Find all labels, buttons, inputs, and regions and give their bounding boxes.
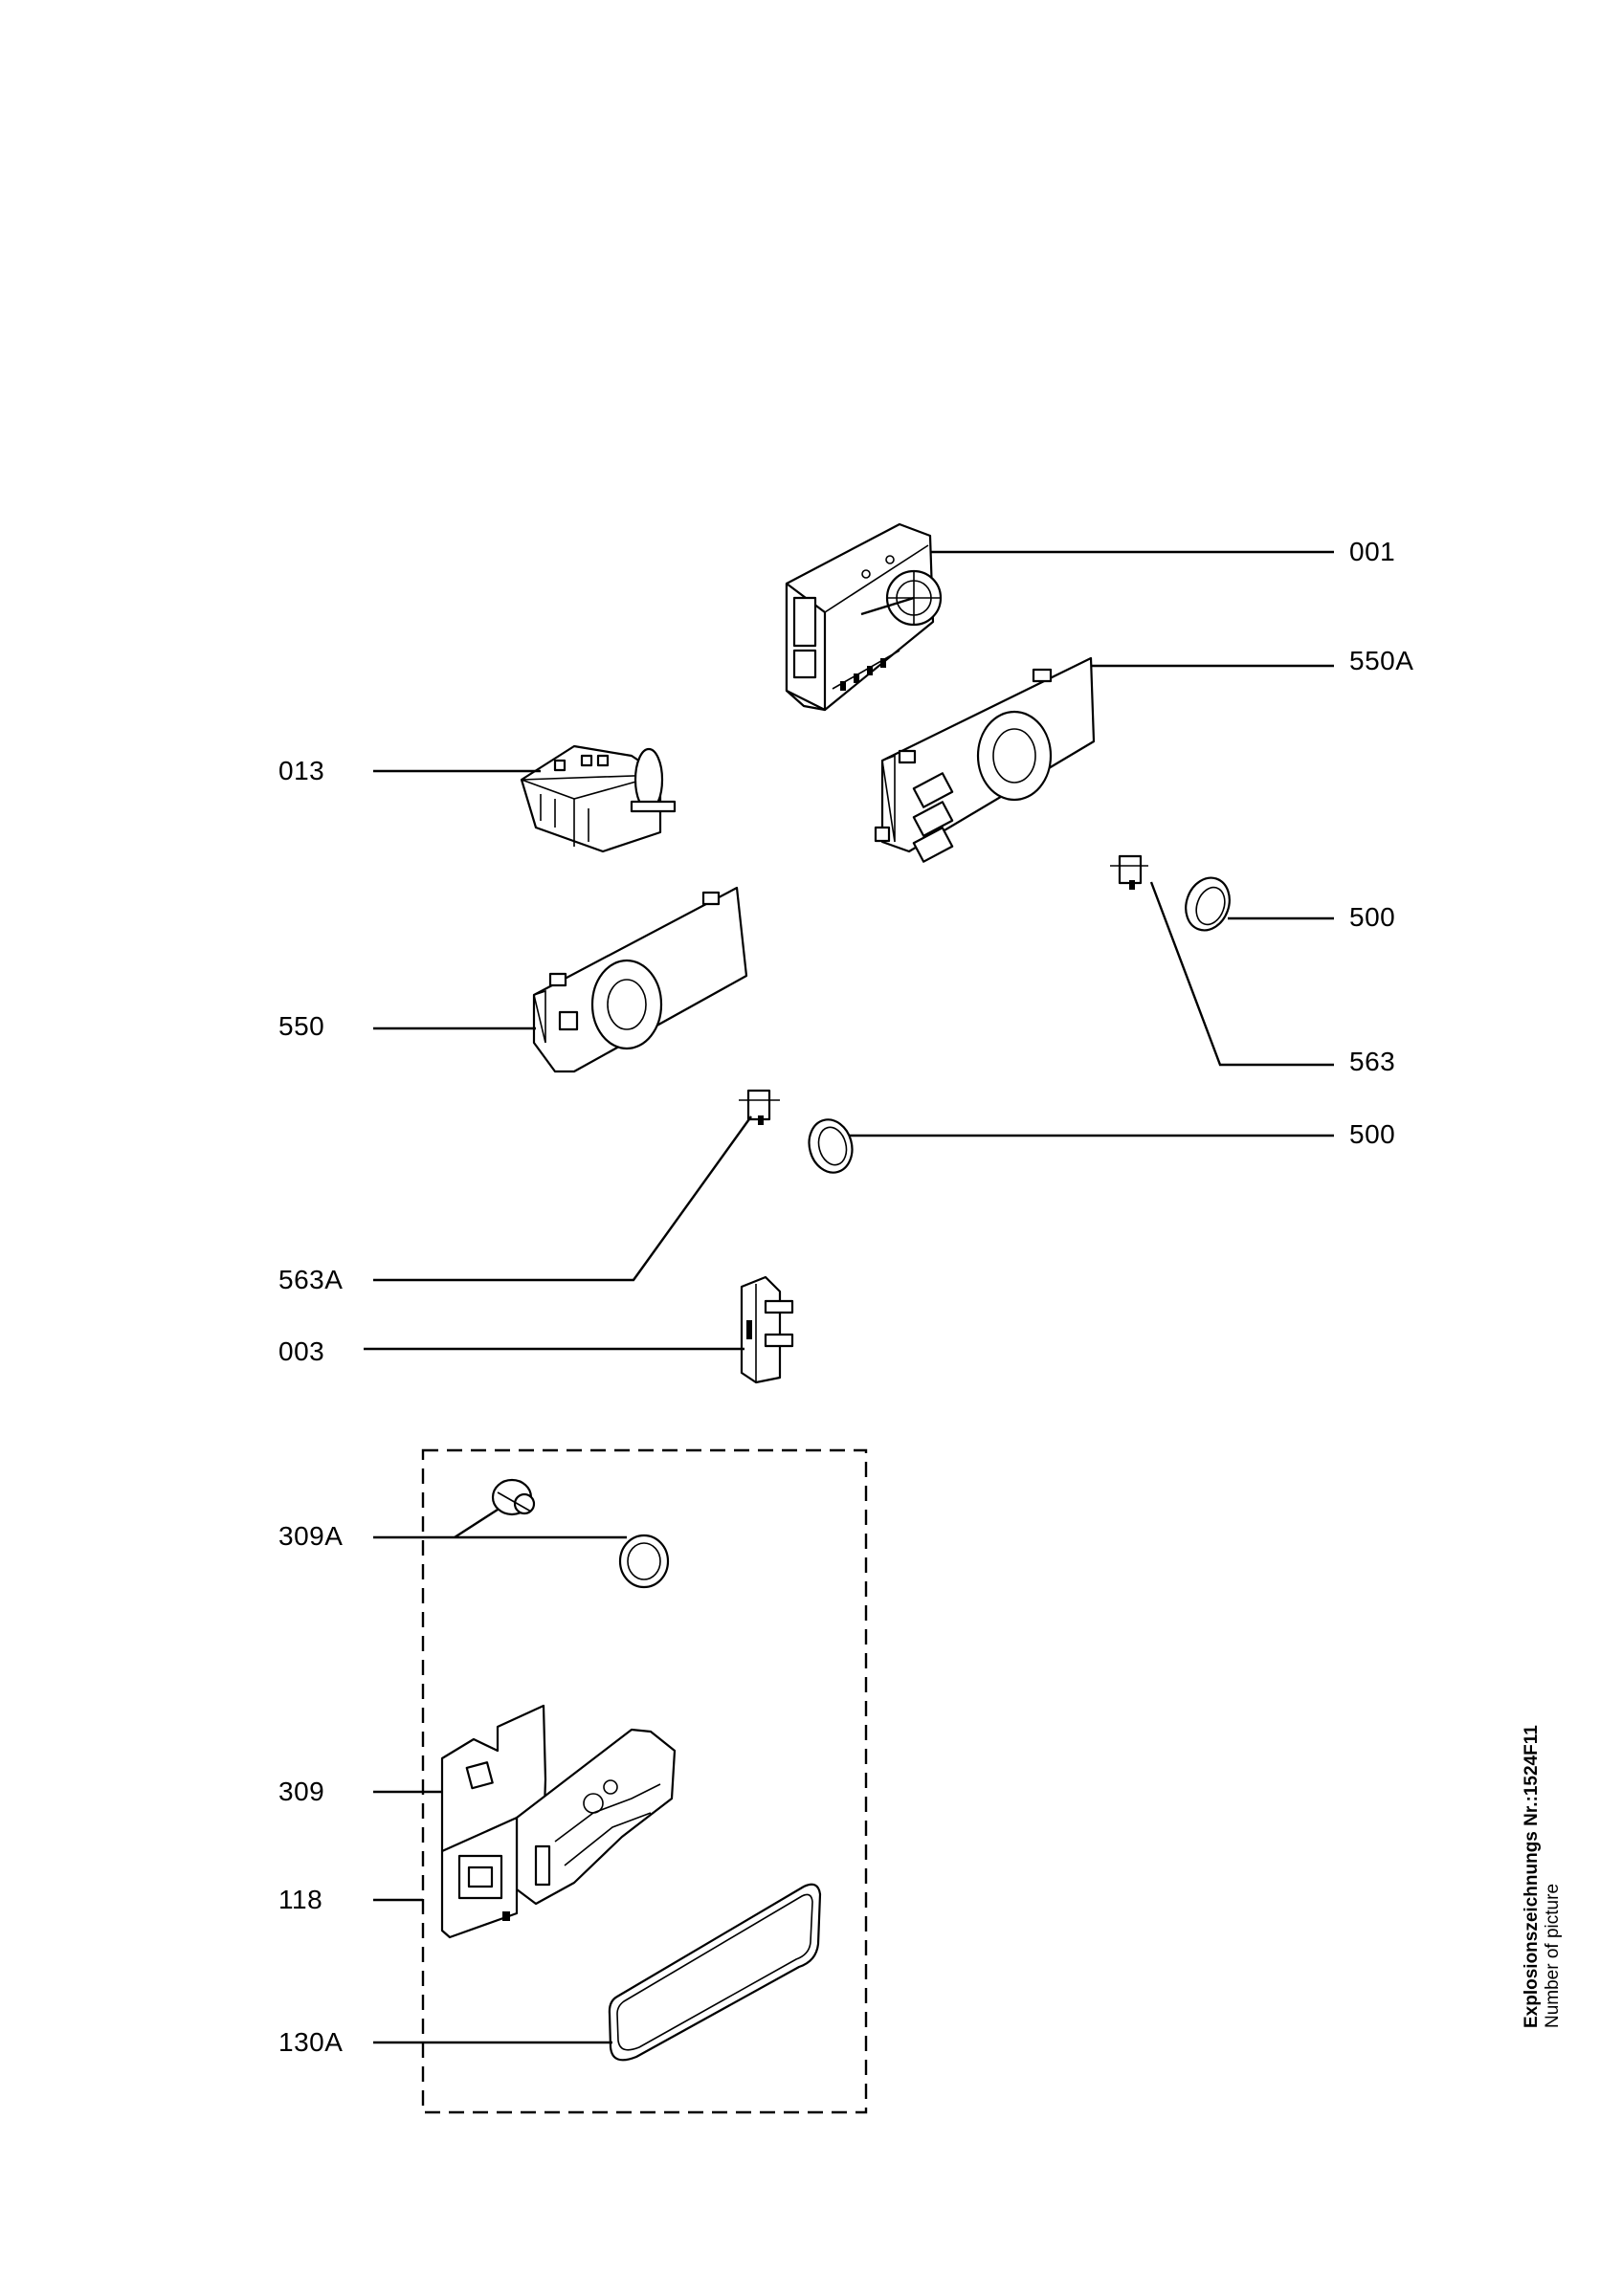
leader-lines <box>364 550 1334 2044</box>
part-563-lamp-holder <box>1110 854 1148 890</box>
drawing-number: Explosionszeichnungs Nr.:1524F11 <box>1522 1725 1542 2028</box>
label-500-upper: 500 <box>1349 902 1396 932</box>
label-013: 013 <box>278 756 325 785</box>
label-550A: 550A <box>1349 646 1414 675</box>
group-box <box>421 1448 868 2114</box>
part-500-ring-upper <box>1185 876 1231 932</box>
drawing-number-caption: Explosionszeichnungs Nr.:1524F11 Number … <box>1522 1703 1564 2028</box>
part-013-switch <box>520 744 677 853</box>
label-309A: 309A <box>278 1521 344 1551</box>
part-550A-panel <box>874 656 1096 863</box>
part-130A-gasket <box>608 1883 822 2062</box>
label-001: 001 <box>1349 537 1396 566</box>
part-550-panel <box>532 886 748 1073</box>
label-550: 550 <box>278 1011 325 1041</box>
label-003: 003 <box>278 1336 325 1366</box>
label-500-lower: 500 <box>1349 1119 1396 1149</box>
label-118: 118 <box>278 1885 323 1914</box>
part-309A-clip <box>491 1478 536 1516</box>
label-563: 563 <box>1349 1047 1396 1076</box>
part-309-door-lock <box>440 1704 677 1939</box>
label-563A: 563A <box>278 1265 344 1294</box>
part-563A-lamp-holder <box>739 1089 780 1125</box>
part-001-timer <box>785 522 943 712</box>
label-130A: 130A <box>278 2027 344 2057</box>
picture-number-caption: Number of picture <box>1543 1883 1563 2028</box>
part-003-switch <box>740 1275 794 1384</box>
label-309: 309 <box>278 1777 325 1806</box>
part-500-ring-lower <box>808 1118 854 1174</box>
part-309A-ring <box>618 1534 670 1589</box>
